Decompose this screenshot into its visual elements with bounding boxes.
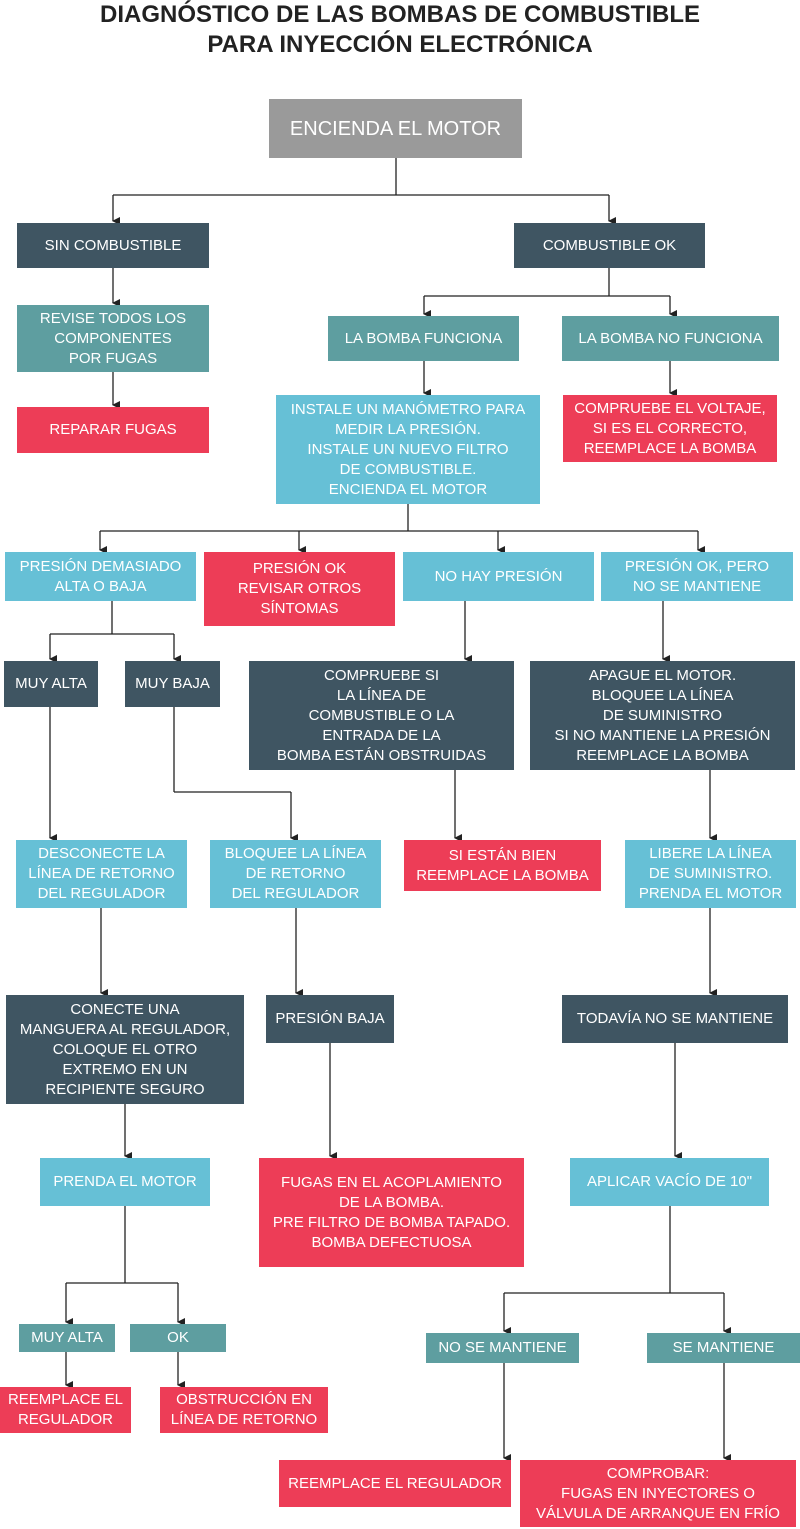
node-reemplace-regulador-1: REEMPLACE EL REGULADOR (0, 1387, 131, 1433)
node-obstruccion-retorno: OBSTRUCCIÓN EN LÍNEA DE RETORNO (160, 1387, 328, 1433)
node-revise-fugas: REVISE TODOS LOS COMPONENTES POR FUGAS (17, 305, 209, 372)
node-sin-combustible: SIN COMBUSTIBLE (17, 223, 209, 268)
node-presion-alta-baja: PRESIÓN DEMASIADO ALTA O BAJA (5, 552, 196, 601)
node-ok: OK (130, 1324, 226, 1352)
node-reemplace-regulador-2: REEMPLACE EL REGULADOR (279, 1460, 511, 1507)
node-combustible-ok: COMBUSTIBLE OK (514, 223, 705, 268)
node-si-estan-bien: SI ESTÁN BIEN REEMPLACE LA BOMBA (404, 840, 601, 891)
diagram-title: DIAGNÓSTICO DE LAS BOMBAS DE COMBUSTIBLE… (0, 0, 800, 60)
node-compruebe-voltaje: COMPRUEBE EL VOLTAJE, SI ES EL CORRECTO,… (563, 395, 777, 462)
node-fugas-acoplamiento: FUGAS EN EL ACOPLAMIENTO DE LA BOMBA. PR… (259, 1158, 524, 1267)
node-conecte-manguera: CONECTE UNA MANGUERA AL REGULADOR, COLOQ… (6, 995, 244, 1104)
node-reparar-fugas: REPARAR FUGAS (17, 407, 209, 453)
node-libere-linea: LIBERE LA LÍNEA DE SUMINISTRO. PRENDA EL… (625, 840, 796, 908)
node-prenda-motor: PRENDA EL MOTOR (40, 1158, 210, 1206)
node-presion-baja: PRESIÓN BAJA (266, 995, 394, 1043)
node-no-se-mantiene: NO SE MANTIENE (426, 1333, 579, 1363)
node-desconecte-retorno: DESCONECTE LA LÍNEA DE RETORNO DEL REGUL… (16, 840, 187, 908)
title-line-1: DIAGNÓSTICO DE LAS BOMBAS DE COMBUSTIBLE (99, 1, 700, 28)
node-se-mantiene: SE MANTIENE (647, 1333, 800, 1363)
node-presion-ok-sintomas: PRESIÓN OK REVISAR OTROS SÍNTOMAS (204, 552, 395, 626)
node-comprobar-fugas: COMPROBAR: FUGAS EN INYECTORES O VÁLVULA… (520, 1460, 796, 1527)
title-line-2: PARA INYECCIÓN ELECTRÓNICA (207, 31, 593, 58)
node-muy-alta-2: MUY ALTA (19, 1324, 115, 1352)
node-apague-motor: APAGUE EL MOTOR. BLOQUEE LA LÍNEA DE SUM… (530, 661, 795, 770)
node-presion-ok-no-mantiene: PRESIÓN OK, PERO NO SE MANTIENE (601, 552, 793, 601)
node-muy-baja: MUY BAJA (125, 661, 220, 707)
node-instale-manometro: INSTALE UN MANÓMETRO PARA MEDIR LA PRESI… (276, 395, 540, 504)
node-aplicar-vacio: APLICAR VACÍO DE 10" (570, 1158, 769, 1206)
node-muy-alta: MUY ALTA (4, 661, 98, 707)
node-bomba-funciona: LA BOMBA FUNCIONA (328, 316, 519, 361)
node-todavia-no-mantiene: TODAVÍA NO SE MANTIENE (562, 995, 788, 1043)
node-no-hay-presion: NO HAY PRESIÓN (403, 552, 594, 601)
node-compruebe-linea: COMPRUEBE SI LA LÍNEA DE COMBUSTIBLE O L… (249, 661, 514, 770)
node-bomba-no-funciona: LA BOMBA NO FUNCIONA (562, 316, 779, 361)
node-encienda-motor: ENCIENDA EL MOTOR (269, 99, 522, 158)
node-bloquee-retorno: BLOQUEE LA LÍNEA DE RETORNO DEL REGULADO… (210, 840, 381, 908)
